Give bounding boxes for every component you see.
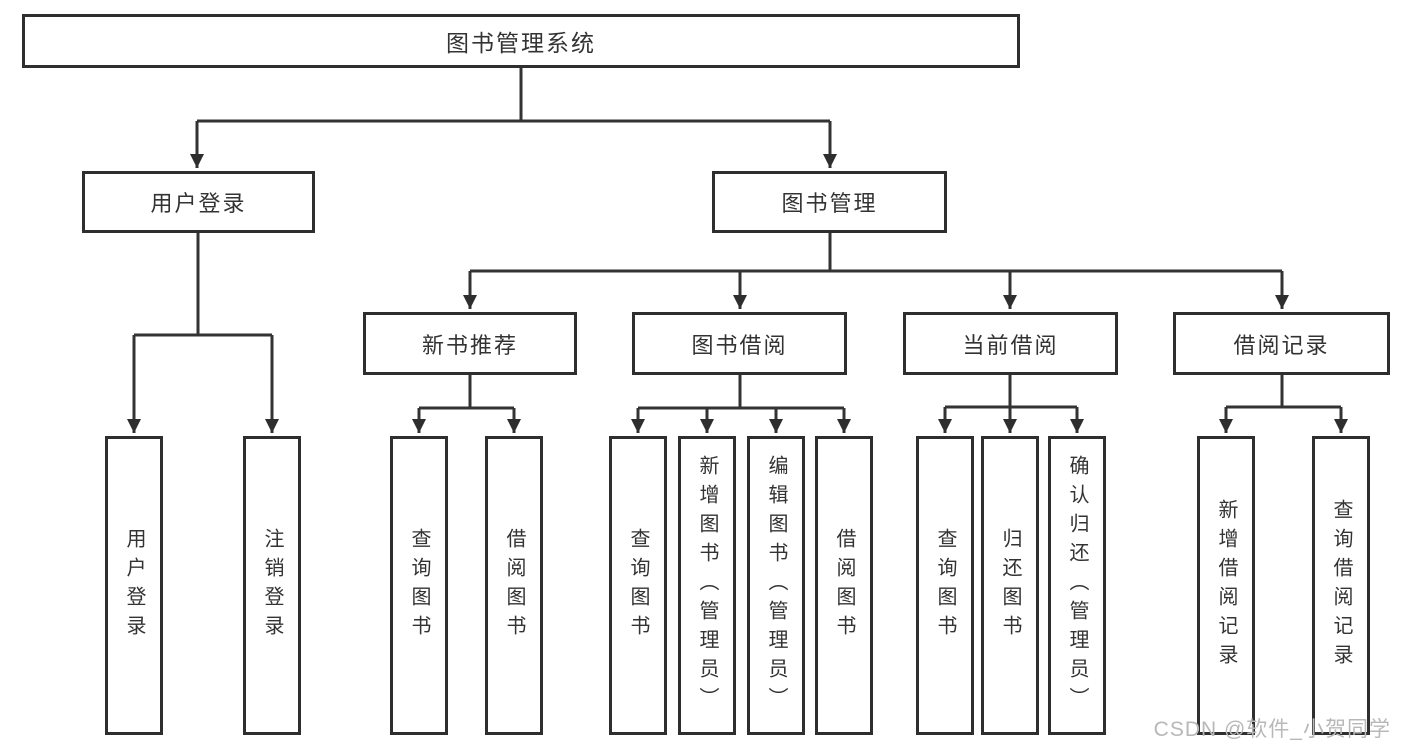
- node-leaf-edit-books-admin: 编辑图书（管理员）: [747, 436, 805, 735]
- node-leaf-add-borrow-record: 新增借阅记录: [1197, 436, 1255, 735]
- node-user-login: 用户登录: [82, 171, 315, 233]
- node-leaf-query-books-2: 查询图书: [609, 436, 667, 735]
- node-leaf-query-books-3: 查询图书: [916, 436, 974, 735]
- node-leaf-borrow-books-2: 借阅图书: [815, 436, 873, 735]
- node-book-borrowing: 图书借阅: [632, 312, 847, 375]
- node-leaf-confirm-return-admin: 确认归还（管理员）: [1048, 436, 1106, 735]
- node-borrowing-records: 借阅记录: [1173, 312, 1390, 375]
- node-root: 图书管理系统: [22, 14, 1020, 68]
- node-leaf-query-borrow-record: 查询借阅记录: [1312, 436, 1370, 735]
- node-leaf-add-books-admin: 新增图书（管理员）: [678, 436, 736, 735]
- node-leaf-query-books-1: 查询图书: [390, 436, 448, 735]
- watermark: CSDN @软件_小贺同学: [1153, 718, 1391, 741]
- node-current-borrowing: 当前借阅: [903, 312, 1118, 375]
- node-new-book-recommend: 新书推荐: [363, 312, 577, 375]
- node-leaf-borrow-books-1: 借阅图书: [485, 436, 543, 735]
- node-leaf-user-login: 用户登录: [105, 436, 163, 735]
- node-book-management: 图书管理: [712, 171, 947, 233]
- node-leaf-logout: 注销登录: [243, 436, 301, 735]
- node-leaf-return-books: 归还图书: [981, 436, 1039, 735]
